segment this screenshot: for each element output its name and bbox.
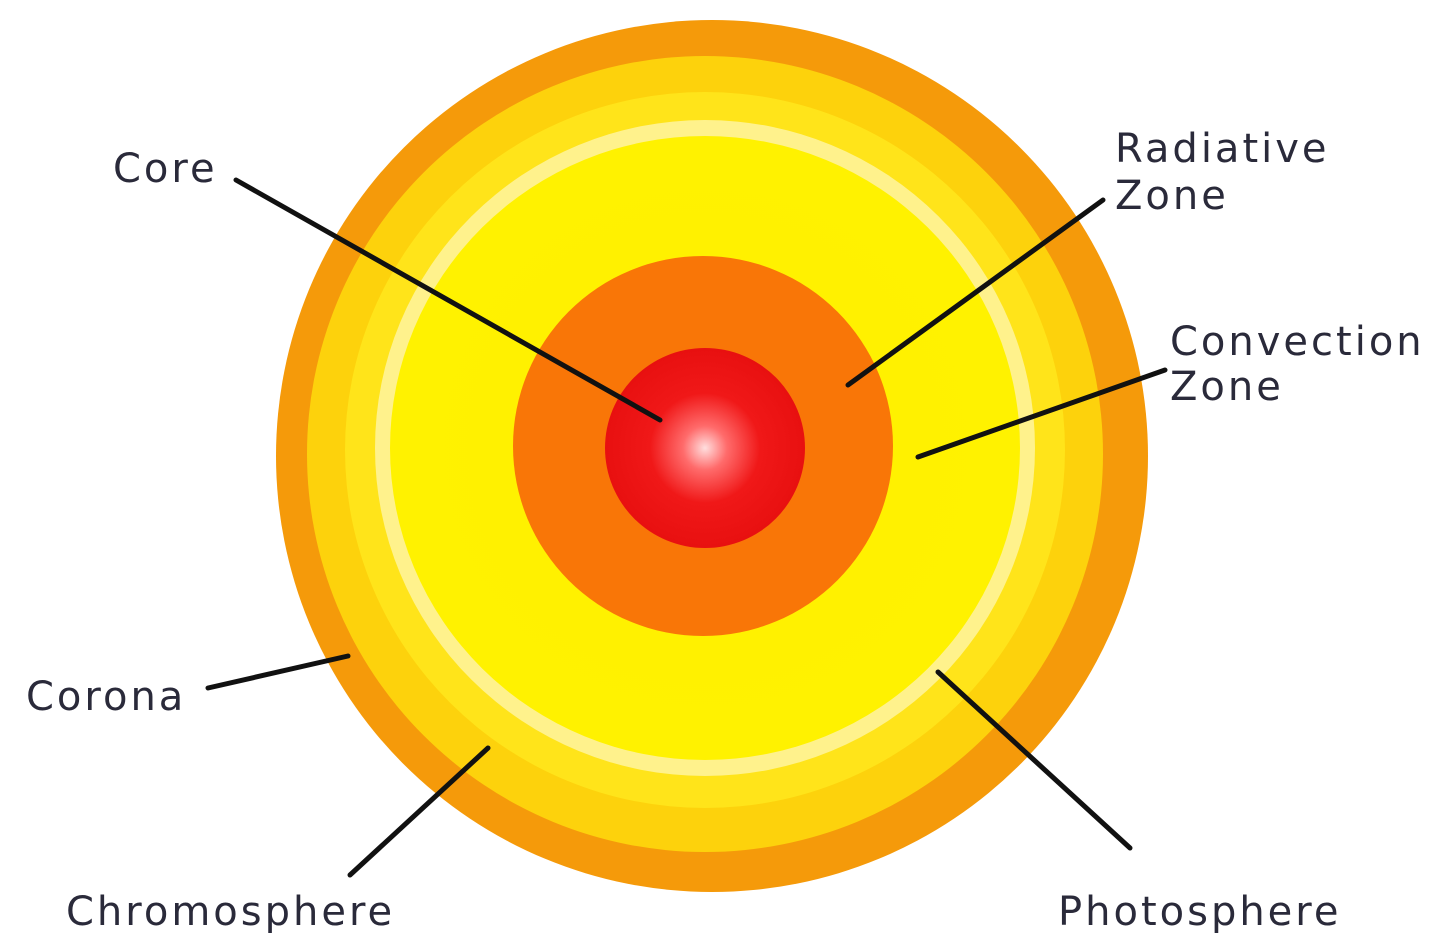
core-leader-line	[233, 177, 663, 423]
convection-zone-leader-line	[915, 367, 1168, 460]
photosphere-leader-line	[935, 669, 1133, 851]
corona-leader-line	[205, 653, 351, 691]
core-layer	[605, 348, 805, 548]
radiative-zone-label-line2: Zone	[1115, 173, 1229, 219]
core-label: Core	[113, 146, 218, 192]
convection-zone-label-line2: Zone	[1170, 364, 1284, 410]
radiative-zone-leader-line	[845, 197, 1106, 388]
radiative-zone-label-line1: Radiative	[1115, 126, 1330, 172]
chromosphere-label: Chromosphere	[66, 889, 395, 933]
corona-label: Corona	[26, 674, 186, 720]
convection-zone-label-line1: Convection	[1170, 319, 1425, 365]
photosphere-label: Photosphere	[1058, 889, 1341, 933]
chromosphere-leader-line	[347, 745, 491, 878]
